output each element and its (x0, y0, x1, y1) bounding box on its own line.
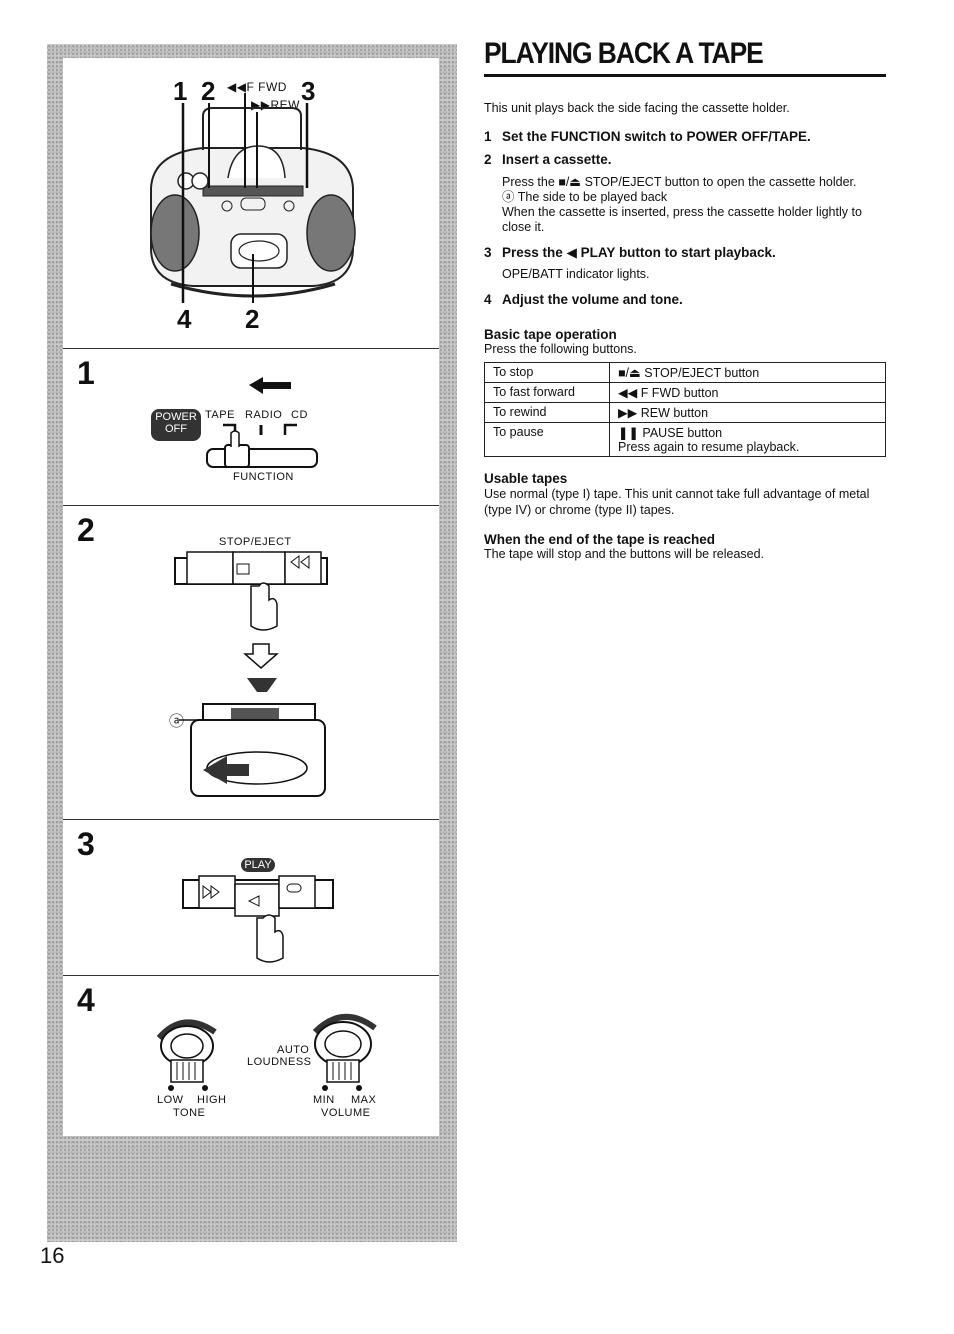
boombox-drawing (150, 93, 356, 303)
step1-index: 1 (484, 129, 492, 144)
step3-text: Press the ◀ PLAY button to start playbac… (502, 245, 776, 260)
table-cell-button: ▶▶ REW button (609, 402, 886, 423)
step4-index: 4 (484, 292, 492, 307)
ffwd-label: ◀◀F FWD (227, 80, 287, 94)
end-heading: When the end of the tape is reached (484, 532, 716, 547)
pause-button-text: ❚❚ PAUSE button (618, 426, 723, 440)
step2-text: Insert a cassette. (502, 152, 612, 167)
step2-line-3: When the cassette is inserted, press the… (502, 205, 862, 234)
page-number: 16 (40, 1243, 65, 1268)
step3-index: 3 (484, 245, 492, 260)
high-label: HIGH (197, 1094, 227, 1106)
table-cell-button: ❚❚ PAUSE button Press again to resume pl… (609, 422, 886, 457)
step2-index: 2 (484, 152, 492, 167)
table-row: To pause ❚❚ PAUSE button Press again to … (484, 422, 886, 457)
power-off-badge: POWER OFF (151, 409, 201, 441)
step4-heading: 4 Adjust the volume and tone. (484, 292, 888, 307)
max-label: MAX (351, 1094, 377, 1106)
table-row: To rewind ▶▶ REW button (484, 402, 886, 423)
step3-details: OPE/BATT indicator lights. (502, 267, 888, 282)
step2-panel: 2 STOP/EJECT ⓐ (63, 505, 439, 819)
volume-label: VOLUME (321, 1107, 371, 1119)
auto-label: AUTO (277, 1044, 310, 1056)
table-cell-action: To rewind (484, 402, 610, 423)
play-button-drawing (182, 875, 334, 963)
intro-text: This unit plays back the side facing the… (484, 101, 790, 115)
callout-1: 1 (173, 76, 188, 106)
radio-label: RADIO (245, 409, 283, 421)
step2-number: 2 (77, 512, 95, 548)
loudness-label: LOUDNESS (247, 1056, 312, 1068)
usable-body: Use normal (type I) tape. This unit cann… (484, 487, 870, 517)
function-switch-drawing (206, 377, 318, 468)
text-column: PLAYING BACK A TAPE This unit plays back… (484, 36, 888, 561)
cd-label: CD (291, 409, 308, 421)
pause-note-text: Press again to resume playback. (618, 440, 800, 454)
table-row: To fast forward ◀◀ F FWD button (484, 382, 886, 403)
step3-heading: 3 Press the ◀ PLAY button to start playba… (484, 245, 888, 261)
table-cell-action: To pause (484, 422, 610, 457)
illustration-column: 1 2 ◀◀F FWD ▶▶REW 3 4 2 (47, 44, 457, 1242)
tone-label: TONE (173, 1107, 206, 1119)
table-cell-action: To fast forward (484, 382, 610, 403)
usable-heading: Usable tapes (484, 471, 568, 486)
step2-line-1: Press the ■/⏏ STOP/EJECT button to open … (502, 175, 857, 189)
end-body: The tape will stop and the buttons will … (484, 547, 765, 561)
step4-panel: 4 AUTO LOUDNESS LOW HIGH TONE MIN MAX VO… (63, 975, 439, 1136)
overview-panel: 1 2 ◀◀F FWD ▶▶REW 3 4 2 (63, 58, 439, 348)
step3-line-1: OPE/BATT indicator lights. (502, 267, 650, 281)
callout-a: ⓐ (169, 713, 185, 730)
operations-table: To stop ■/⏏ STOP/EJECT button To fast fo… (484, 362, 886, 457)
page-title: PLAYING BACK A TAPE (484, 37, 764, 70)
cassette-insert-drawing (174, 551, 328, 797)
callout-3: 3 (301, 76, 316, 106)
callout-4: 4 (177, 304, 192, 334)
function-label: FUNCTION (233, 471, 294, 483)
title-rule (484, 74, 886, 77)
callout-2-top: 2 (201, 76, 216, 106)
step1-heading: 1 Set the FUNCTION switch to POWER OFF/TA… (484, 129, 888, 144)
step4-number: 4 (77, 982, 95, 1018)
step1-panel: 1 POWER OFF TAPE RADIO CD FUNCTION (63, 348, 439, 505)
step3-number: 3 (77, 826, 95, 862)
basic-heading: Basic tape operation (484, 327, 617, 342)
off-label: OFF (165, 423, 187, 435)
step2-details: Press the ■/⏏ STOP/EJECT button to open … (502, 175, 888, 235)
low-label: LOW (157, 1094, 184, 1106)
basic-intro: Press the following buttons. (484, 342, 637, 356)
power-label: POWER (155, 411, 197, 423)
step1-number: 1 (77, 355, 95, 391)
step2-heading: 2 Insert a cassette. (484, 152, 888, 167)
step3-panel: 3 PLAY (63, 819, 439, 975)
step2-line-2: ⓐ The side to be played back (502, 190, 668, 204)
tape-label: TAPE (205, 409, 235, 421)
knobs-drawing (156, 1013, 377, 1091)
table-cell-button: ◀◀ F FWD button (609, 382, 886, 403)
table-cell-button: ■/⏏ STOP/EJECT button (609, 362, 886, 383)
step4-text: Adjust the volume and tone. (502, 292, 683, 307)
table-row: To stop ■/⏏ STOP/EJECT button (484, 362, 886, 383)
play-badge: PLAY (241, 858, 275, 872)
min-label: MIN (313, 1094, 335, 1106)
callout-2-bottom: 2 (245, 304, 260, 334)
stop-eject-label: STOP/EJECT (219, 536, 292, 548)
table-cell-action: To stop (484, 362, 610, 383)
step1-text: Set the FUNCTION switch to POWER OFF/TAP… (502, 129, 811, 144)
